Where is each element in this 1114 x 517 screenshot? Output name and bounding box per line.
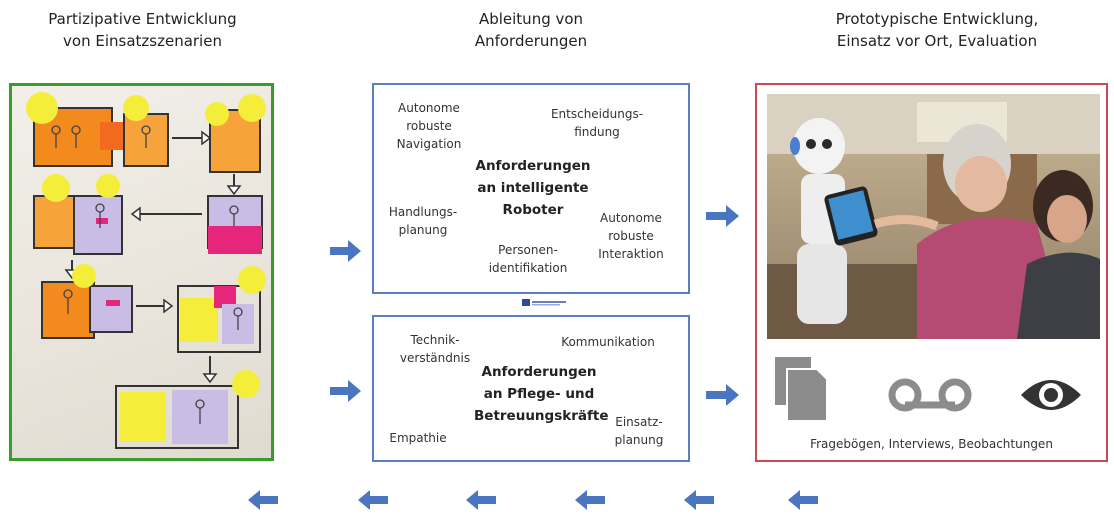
interaction-line3: Interaktion xyxy=(598,247,664,261)
arrow-left-icon xyxy=(248,490,278,510)
documents-icon xyxy=(775,357,828,422)
planning-line2: planung xyxy=(614,433,664,447)
care-title-line1: Anforderungen xyxy=(481,364,597,380)
person-line2: identifikation xyxy=(488,261,568,275)
arrow-left-icon xyxy=(684,490,714,510)
action-line2: planung xyxy=(398,223,448,237)
robot-title-line1: Anforderungen xyxy=(475,158,591,174)
small-logo-icon xyxy=(522,299,566,306)
title-middle-line1: Ableitung von xyxy=(478,10,584,28)
care-requirements-box: Technik- verständnis Kommunikation Anfor… xyxy=(372,315,690,462)
title-left-line2: von Einsatzszenarien xyxy=(63,32,222,50)
arrow-left-icon xyxy=(466,490,496,510)
arrow-right-icon xyxy=(706,205,739,227)
title-derivation: Ableitung von Anforderungen xyxy=(372,8,690,52)
nav-line2: robuste xyxy=(406,119,452,133)
scenario-whiteboard-photo xyxy=(9,83,274,461)
care-title-line2: an Pflege- und xyxy=(483,386,595,402)
nav-line3: Navigation xyxy=(396,137,462,151)
interaction-line2: robuste xyxy=(608,229,654,243)
title-right-line2: Einsatz vor Ort, Evaluation xyxy=(836,32,1038,50)
care-requirements-title: Anforderungen an Pflege- und Betreuungsk… xyxy=(474,361,609,427)
decision-line2: findung xyxy=(574,125,620,139)
title-left-line1: Partizipative Entwicklung xyxy=(48,10,237,28)
arrow-right-icon xyxy=(330,240,361,262)
arrow-left-icon xyxy=(575,490,605,510)
prototype-evaluation-panel: Fragebögen, Interviews, Beobachtungen xyxy=(755,83,1108,462)
tech-requirement: Technik- verständnis xyxy=(394,331,476,367)
decision-line1: Entscheidungs- xyxy=(550,107,644,121)
arrow-right-icon xyxy=(706,384,739,406)
robot-requirements-title: Anforderungen an intelligente Roboter xyxy=(458,155,608,221)
tech-line2: verständnis xyxy=(399,351,471,365)
whiteboard-sketch xyxy=(26,92,266,449)
decision-requirement: Entscheidungs- findung xyxy=(542,105,652,141)
person-id-requirement: Personen- identifikation xyxy=(478,241,578,277)
empathy-requirement: Empathie xyxy=(389,431,447,445)
tech-line1: Technik- xyxy=(410,333,460,347)
nav-requirement: Autonome robuste Navigation xyxy=(396,99,462,153)
eye-icon xyxy=(1021,380,1081,410)
deployment-planning-requirement: Einsatz- planung xyxy=(602,413,676,449)
person-line1: Personen- xyxy=(498,243,558,257)
robot-requirements-box: Autonome robuste Navigation Entscheidung… xyxy=(372,83,690,294)
robot-deployment-photo xyxy=(767,94,1100,339)
robot-title-line3: Roboter xyxy=(502,202,564,218)
voicemail-icon xyxy=(888,378,972,412)
arrow-left-icon xyxy=(788,490,818,510)
interaction-requirement: Autonome robuste Interaktion xyxy=(588,209,674,263)
communication-requirement: Kommunikation xyxy=(561,335,655,349)
title-participative: Partizipative Entwicklung von Einsatzsze… xyxy=(0,8,285,52)
title-middle-line2: Anforderungen xyxy=(474,32,588,50)
robot-title-line2: an intelligente xyxy=(477,180,589,196)
interaction-line1: Autonome xyxy=(600,211,662,225)
evaluation-methods-label: Fragebögen, Interviews, Beobachtungen xyxy=(810,437,1053,451)
title-right-line1: Prototypische Entwicklung, xyxy=(835,10,1039,28)
nav-line1: Autonome xyxy=(398,101,460,115)
care-title-line3: Betreuungskräfte xyxy=(474,408,609,424)
action-line1: Handlungs- xyxy=(388,205,458,219)
arrow-right-icon xyxy=(330,380,361,402)
planning-line1: Einsatz- xyxy=(615,415,663,429)
action-planning-requirement: Handlungs- planung xyxy=(382,203,464,239)
arrow-left-icon xyxy=(358,490,388,510)
title-prototype: Prototypische Entwicklung, Einsatz vor O… xyxy=(760,8,1114,52)
robot-scene xyxy=(767,94,1100,339)
